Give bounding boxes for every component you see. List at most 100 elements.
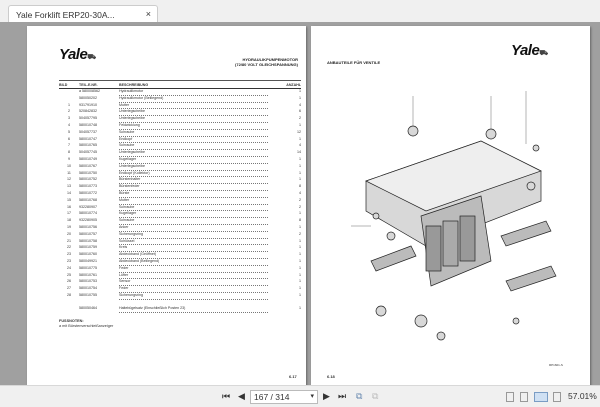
part-number: 580010747 bbox=[79, 136, 97, 141]
tab-bar: Yale Forklift ERP20-30A... × bbox=[0, 0, 600, 22]
part-number: 580050202 bbox=[79, 95, 97, 100]
description: Endkopf (Kollektor) bbox=[119, 170, 268, 178]
item-number: 10 bbox=[67, 163, 71, 168]
zoom-level[interactable]: 57.01% bbox=[568, 391, 597, 401]
item-number: 6 bbox=[68, 136, 70, 141]
description: Haltebügelsatz (Einschließlich Posten 23… bbox=[119, 299, 268, 313]
rotate-icon[interactable]: ⧉ bbox=[356, 391, 363, 401]
description: Lüfter bbox=[119, 272, 268, 280]
part-number: 580010775 bbox=[79, 265, 97, 270]
item-number: 12 bbox=[67, 177, 71, 182]
quantity: 1 bbox=[299, 156, 301, 161]
part-number: 580049921 bbox=[79, 258, 97, 263]
quantity: 1 bbox=[299, 238, 301, 243]
description: Bürstenfeder bbox=[119, 183, 268, 191]
first-page-icon[interactable]: ⏮ bbox=[222, 391, 231, 401]
previous-page-icon[interactable]: ◀ bbox=[238, 391, 245, 401]
page-number: 6.17 bbox=[289, 374, 297, 379]
quantity: 1 bbox=[299, 272, 301, 277]
description: Sicherungsring bbox=[119, 231, 268, 239]
single-page-view-icon[interactable] bbox=[506, 392, 514, 402]
description: Endkopf bbox=[119, 136, 268, 144]
description: Unterlegscheibe bbox=[119, 149, 268, 157]
part-number: 504057737 bbox=[79, 129, 97, 134]
item-number: 15 bbox=[67, 197, 71, 202]
column-header: BESCHREIBUNG bbox=[119, 80, 268, 89]
continuous-view-icon[interactable] bbox=[520, 392, 528, 402]
table-row: 6 580010747 Endkopf 1 bbox=[59, 136, 301, 144]
item-number: 27 bbox=[67, 286, 71, 291]
item-number: 23 bbox=[67, 252, 71, 257]
quantity: 12 bbox=[297, 129, 301, 134]
item-number: 23 bbox=[67, 258, 71, 263]
description: Schraube bbox=[119, 204, 268, 212]
part-number: 580010750 bbox=[79, 170, 97, 175]
document-tab[interactable]: Yale Forklift ERP20-30A... × bbox=[8, 5, 158, 22]
item-number: 2 bbox=[68, 109, 70, 114]
chevron-down-icon[interactable]: ▾ bbox=[310, 393, 314, 400]
two-page-continuous-view-icon[interactable] bbox=[553, 392, 561, 402]
page-number-input[interactable]: 167 / 314▾ bbox=[250, 390, 318, 404]
part-number: 580010757 bbox=[79, 231, 97, 236]
description: Kugellager bbox=[119, 156, 268, 164]
part-number: 504057795 bbox=[79, 116, 97, 121]
bottom-toolbar: ⏮ ◀ 167 / 314▾ ▶ ⏭ ⧉ ⧉ 57.01% bbox=[0, 385, 600, 407]
description: Anker bbox=[119, 224, 268, 232]
quantity: 1 bbox=[299, 136, 301, 141]
quantity: 1 bbox=[299, 163, 301, 168]
description: Feder bbox=[119, 265, 268, 273]
part-number: 580010765 bbox=[79, 143, 97, 148]
item-number bbox=[59, 95, 79, 102]
description: Mutter bbox=[119, 102, 268, 110]
item-number: 21 bbox=[67, 238, 71, 243]
part-number: 580010760 bbox=[79, 252, 97, 257]
part-number: 580010758 bbox=[79, 238, 97, 243]
description: Unterlegscheibe bbox=[119, 115, 268, 123]
footnotes-title: FUSSNOTEN: bbox=[59, 318, 84, 323]
quantity: 2 bbox=[299, 231, 301, 236]
description: Bürste bbox=[119, 190, 268, 198]
page-right: Yale⛟ ANBAUTEILE FÜR VENTILE RP1601-S 6.… bbox=[311, 26, 590, 389]
part-number: 580010774 bbox=[79, 211, 97, 216]
quantity: 14 bbox=[297, 150, 301, 155]
part-number: 580010772 bbox=[79, 190, 97, 195]
description: Hydraulikmotor bbox=[119, 88, 268, 96]
page-left: Yale⛟ HYDRAULIKPUMPENMOTOR(72/80 VOLT GL… bbox=[27, 26, 306, 389]
description: Bürstenhalter bbox=[119, 176, 268, 185]
copy-icon[interactable]: ⧉ bbox=[372, 391, 379, 401]
item-number: 26 bbox=[67, 279, 71, 284]
quantity: 4 bbox=[299, 190, 301, 195]
description: Feldwicklung bbox=[119, 122, 268, 130]
tab-title: Yale Forklift ERP20-30A... bbox=[16, 10, 115, 20]
description: Kugellager bbox=[119, 210, 268, 219]
next-page-icon[interactable]: ▶ bbox=[323, 391, 330, 401]
quantity: 1 bbox=[299, 286, 301, 291]
item-number: 3 bbox=[68, 116, 70, 121]
quantity: 1 bbox=[299, 279, 301, 284]
two-page-view-icon[interactable] bbox=[534, 392, 548, 402]
item-number: 19 bbox=[67, 224, 71, 229]
yale-logo: Yale⛟ bbox=[511, 42, 548, 59]
close-tab-icon[interactable]: × bbox=[145, 9, 151, 19]
part-number: 580010748 bbox=[79, 122, 97, 127]
document-view[interactable]: Yale⛟ HYDRAULIKPUMPENMOTOR(72/80 VOLT GL… bbox=[0, 22, 600, 389]
quantity: 1 bbox=[299, 95, 301, 100]
column-header: ANZAHL bbox=[267, 80, 301, 89]
last-page-icon[interactable]: ⏭ bbox=[338, 391, 347, 401]
page-title: HYDRAULIKPUMPENMOTOR(72/80 VOLT GLEICHSP… bbox=[235, 57, 298, 67]
